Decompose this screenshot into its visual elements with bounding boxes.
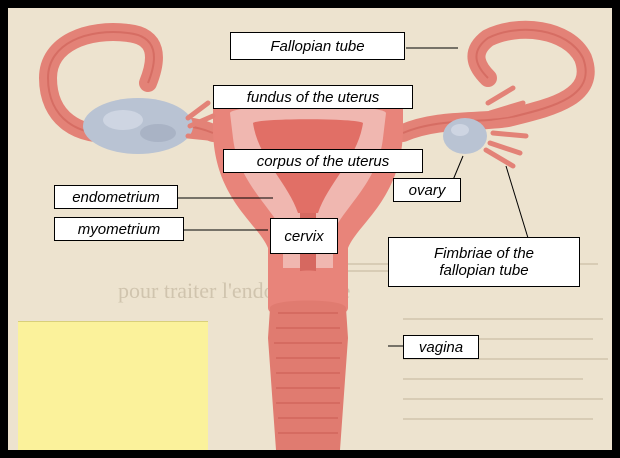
- label-fimbriae: Fimbriae of the fallopian tube: [388, 237, 580, 287]
- label-cervix: cervix: [270, 218, 338, 254]
- label-fundus: fundus of the uterus: [213, 85, 413, 109]
- label-corpus: corpus of the uterus: [223, 149, 423, 173]
- sticky-note: [18, 321, 208, 450]
- right-fallopian-tube: [403, 30, 586, 133]
- label-ovary: ovary: [393, 178, 461, 202]
- label-fimbriae-line2: fallopian tube: [439, 262, 528, 279]
- right-ovary: [443, 118, 487, 154]
- label-endometrium: endometrium: [54, 185, 178, 209]
- label-myometrium: myometrium: [54, 217, 184, 241]
- diagram-canvas: pour traiter l'endométriose: [8, 8, 612, 450]
- label-fimbriae-line1: Fimbriae of the: [434, 245, 534, 262]
- label-vagina: vagina: [403, 335, 479, 359]
- label-fallopian-tube: Fallopian tube: [230, 32, 405, 60]
- vagina-tube: [268, 301, 348, 451]
